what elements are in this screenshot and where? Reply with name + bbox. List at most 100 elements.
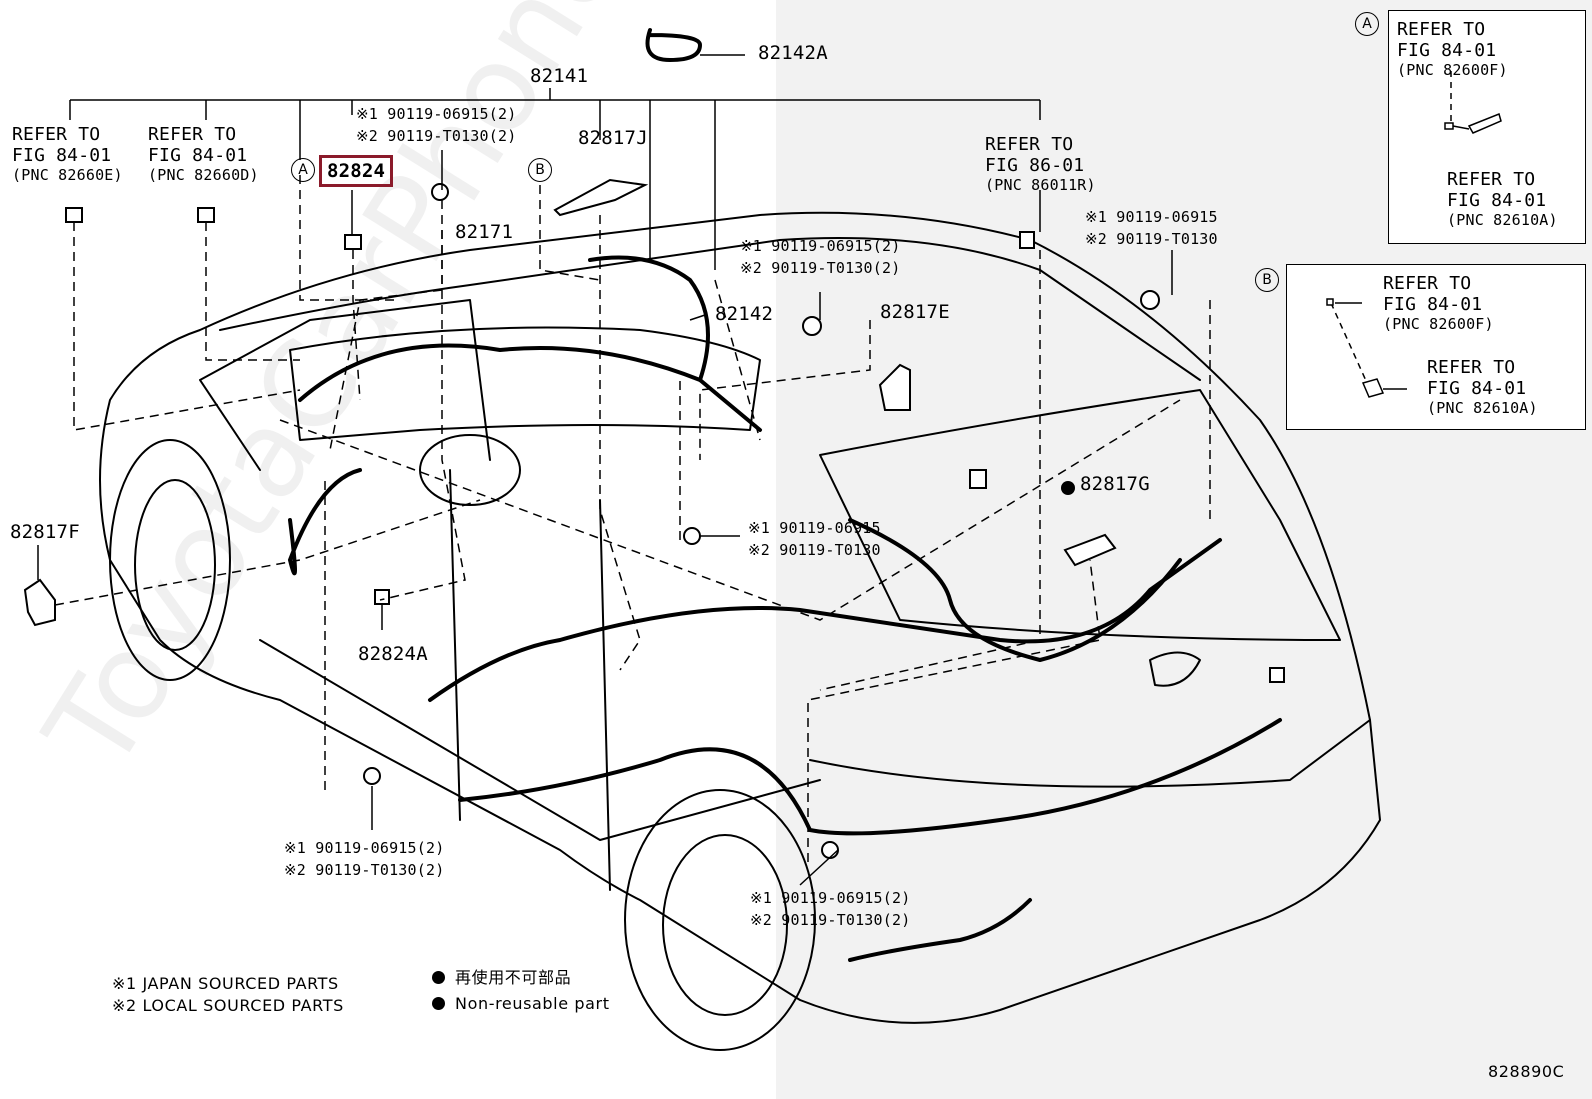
ref-line: REFER TO: [1383, 273, 1472, 294]
leader-bottom-center: [799, 849, 839, 886]
diagram-code: 828890C: [1488, 1062, 1565, 1081]
refer-to-fig-86-01-86011R[interactable]: REFER TO FIG 86-01 (PNC 86011R): [985, 134, 1096, 195]
roof-line: [219, 237, 1201, 381]
fastener-local: ※2 90119-T0130: [748, 541, 881, 559]
part-82817E: 82817E: [880, 301, 950, 323]
bracket-82817F: [23, 578, 56, 627]
harness-82142: [588, 255, 710, 382]
car-body-outline: [99, 211, 1381, 1024]
ref-pnc: (PNC 82610A): [1427, 399, 1538, 417]
inset-A-ref-bottom[interactable]: REFER TO FIG 84-01 (PNC 82610A): [1447, 169, 1558, 230]
connector-82824A: [374, 589, 390, 605]
rear-bumper: [809, 719, 1371, 788]
inset-B-ref-top[interactable]: REFER TO FIG 84-01 (PNC 82600F): [1383, 273, 1494, 334]
ref-line: REFER TO: [985, 134, 1074, 155]
legend-text: Non-reusable part: [455, 994, 610, 1013]
pad-82817G: [1063, 533, 1117, 567]
dash-bottom-center: [807, 559, 1101, 862]
refer-to-fig-84-01-82660E[interactable]: REFER TO FIG 84-01 (PNC 82660E): [12, 124, 123, 185]
ref-line: REFER TO: [12, 124, 101, 145]
bolt: [363, 767, 381, 785]
bolt: [821, 841, 839, 859]
connector: [969, 469, 987, 489]
dash-82824: [352, 250, 361, 401]
dashboard: [289, 326, 761, 441]
harness-rear: [848, 518, 1182, 663]
fastener-local: ※2 90119-T0130(2): [284, 861, 445, 879]
connector: [1269, 667, 1285, 683]
fastener-japan: ※1 90119-06915: [1085, 208, 1218, 226]
harness-floor: [428, 538, 1222, 702]
rear-hatch: [819, 389, 1341, 641]
dot-icon: [432, 971, 445, 984]
ref-pnc: (PNC 82610A): [1447, 211, 1558, 229]
fastener-local: ※2 90119-T0130: [1085, 230, 1218, 248]
dash-82817J: [599, 215, 641, 671]
ref-pnc: (PNC 82660D): [148, 166, 259, 184]
ref-fig: FIG 84-01: [148, 145, 248, 166]
refer-to-fig-84-01-82660D[interactable]: REFER TO FIG 84-01 (PNC 82660D): [148, 124, 259, 185]
fastener-japan: ※1 90119-06915(2): [356, 105, 517, 123]
dash-82141-right: [714, 279, 761, 441]
bolt: [431, 183, 449, 201]
connector: [1019, 231, 1035, 249]
part-82141: 82141: [530, 65, 589, 87]
ref-line: REFER TO: [1397, 19, 1486, 40]
floor-line: [259, 639, 821, 841]
ref-pnc: (PNC 82600F): [1383, 315, 1494, 333]
harness-lower: [458, 718, 1282, 836]
fastener-local: ※2 90119-T0130(2): [750, 911, 911, 929]
ref-pnc: (PNC 86011R): [985, 176, 1096, 194]
legend-local-sourced: ※2 LOCAL SOURCED PARTS: [112, 996, 344, 1015]
bracket-82817E: [878, 363, 911, 411]
part-82171: 82171: [455, 221, 514, 243]
ref-fig: FIG 84-01: [1447, 190, 1547, 211]
part-82824-highlighted[interactable]: 82824: [318, 155, 394, 187]
dash-ref-86: [819, 250, 1041, 691]
ref-fig: FIG 84-01: [12, 145, 112, 166]
inset-B-art: [1326, 298, 1407, 398]
tail-lamp: [1149, 651, 1201, 687]
fastener-japan: ※1 90119-06915(2): [284, 839, 445, 857]
part-82824A: 82824A: [358, 643, 428, 665]
door-opening: [449, 469, 611, 891]
dash-82817F: [54, 499, 481, 606]
bolt: [683, 527, 701, 545]
callout-A[interactable]: A: [291, 158, 315, 182]
leader-fastener: [441, 150, 1173, 320]
legend-text: 再使用不可部品: [455, 968, 572, 987]
ref-fig: FIG 86-01: [985, 155, 1085, 176]
connector-82824: [344, 234, 362, 250]
dash-ref-82660D: [205, 222, 300, 361]
harness-82142A: [645, 28, 703, 63]
fastener-japan: ※1 90119-06915(2): [740, 237, 901, 255]
inset-B-ref-bottom[interactable]: REFER TO FIG 84-01 (PNC 82610A): [1427, 357, 1538, 418]
harness-hatch: [848, 898, 1032, 962]
dash-diag-long: [279, 399, 1181, 621]
harness-left: [287, 468, 362, 576]
ref-fig: FIG 84-01: [1397, 40, 1497, 61]
legend-non-reusable-jp: 再使用不可部品: [432, 968, 571, 988]
leader-82142: [689, 314, 706, 321]
connector: [65, 207, 83, 223]
connector: [197, 207, 215, 223]
fastener-japan: ※1 90119-06915: [748, 519, 881, 537]
fastener-local: ※2 90119-T0130(2): [356, 127, 517, 145]
front-wheel-inner: [134, 479, 216, 651]
front-wheel: [109, 439, 231, 681]
rear-wheel-inner: [662, 834, 788, 1016]
steering-wheel: [419, 434, 521, 506]
part-82817J: 82817J: [578, 127, 648, 149]
dash-fastener-left: [379, 200, 466, 601]
legend-japan-sourced: ※1 JAPAN SOURCED PARTS: [112, 974, 339, 993]
ref-pnc: (PNC 82660E): [12, 166, 123, 184]
ref-pnc: (PNC 82600F): [1397, 61, 1508, 79]
inset-A-ref-top[interactable]: REFER TO FIG 84-01 (PNC 82600F): [1397, 19, 1508, 80]
rear-wheel: [624, 789, 816, 1051]
callout-B[interactable]: B: [528, 158, 552, 182]
inset-B-tag: B: [1255, 268, 1279, 292]
ref-line: REFER TO: [148, 124, 237, 145]
part-82817F: 82817F: [10, 521, 80, 543]
